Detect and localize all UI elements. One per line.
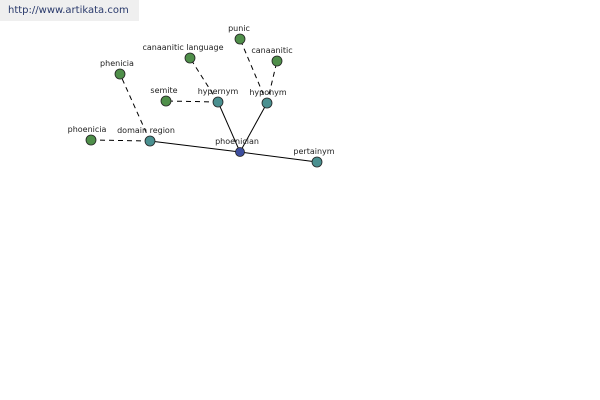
node-punic[interactable]: punic bbox=[228, 24, 250, 45]
node-label: semite bbox=[150, 86, 177, 95]
node-label: domain region bbox=[117, 126, 175, 135]
node-marker[interactable] bbox=[271, 55, 283, 67]
source-link[interactable]: http://www.artikata.com bbox=[8, 5, 129, 16]
node-marker[interactable] bbox=[311, 156, 323, 168]
node-canaanitic[interactable]: canaanitic bbox=[251, 46, 293, 67]
node-marker[interactable] bbox=[144, 135, 156, 147]
edge-phoenician-to-hypernym bbox=[217, 101, 241, 153]
node-hyponym[interactable]: hyponym bbox=[249, 88, 287, 109]
node-canaanitic-language[interactable]: canaanitic language bbox=[142, 43, 224, 64]
node-label: hypernym bbox=[198, 87, 239, 96]
source-banner: http://www.artikata.com bbox=[0, 0, 139, 21]
node-marker[interactable] bbox=[184, 52, 196, 64]
edge-domain-region-to-phoenicia bbox=[90, 139, 151, 142]
node-label: phoenician bbox=[215, 137, 259, 146]
node-semite[interactable]: semite bbox=[150, 86, 178, 107]
node-marker[interactable] bbox=[234, 33, 246, 45]
edges-layer bbox=[90, 38, 318, 163]
nodes-layer: phoenician domain region hypernym hyponym pe… bbox=[68, 24, 335, 168]
node-marker[interactable] bbox=[212, 96, 224, 108]
node-label: canaanitic bbox=[251, 46, 292, 55]
edge-hyponym-to-canaanitic bbox=[266, 60, 278, 104]
edge-domain-region-to-phenicia bbox=[119, 73, 151, 142]
edge-phoenician-to-hyponym bbox=[239, 102, 268, 153]
node-phenicia[interactable]: phenicia bbox=[100, 59, 134, 80]
node-label: canaanitic language bbox=[142, 43, 223, 52]
node-label: phoenicia bbox=[68, 125, 107, 134]
node-label: pertainym bbox=[293, 147, 334, 156]
node-label: punic bbox=[228, 24, 250, 33]
node-pertainym[interactable]: pertainym bbox=[293, 147, 335, 168]
node-hypernym[interactable]: hypernym bbox=[198, 87, 239, 108]
node-marker[interactable] bbox=[114, 68, 126, 80]
node-label: hyponym bbox=[249, 88, 287, 97]
node-domain-region[interactable]: domain region bbox=[117, 126, 175, 147]
node-marker[interactable] bbox=[261, 97, 273, 109]
node-marker[interactable] bbox=[235, 147, 245, 157]
node-marker[interactable] bbox=[160, 95, 172, 107]
node-phoenicia[interactable]: phoenicia bbox=[68, 125, 107, 146]
edge-hypernym-to-semite bbox=[165, 100, 219, 103]
node-label: phenicia bbox=[100, 59, 134, 68]
edge-hyponym-to-punic bbox=[239, 38, 268, 104]
node-marker[interactable] bbox=[85, 134, 97, 146]
node-phoenician[interactable]: phoenician bbox=[215, 137, 259, 157]
edge-phoenician-to-domain-region bbox=[149, 140, 241, 153]
edge-phoenician-to-pertainym bbox=[239, 151, 318, 163]
